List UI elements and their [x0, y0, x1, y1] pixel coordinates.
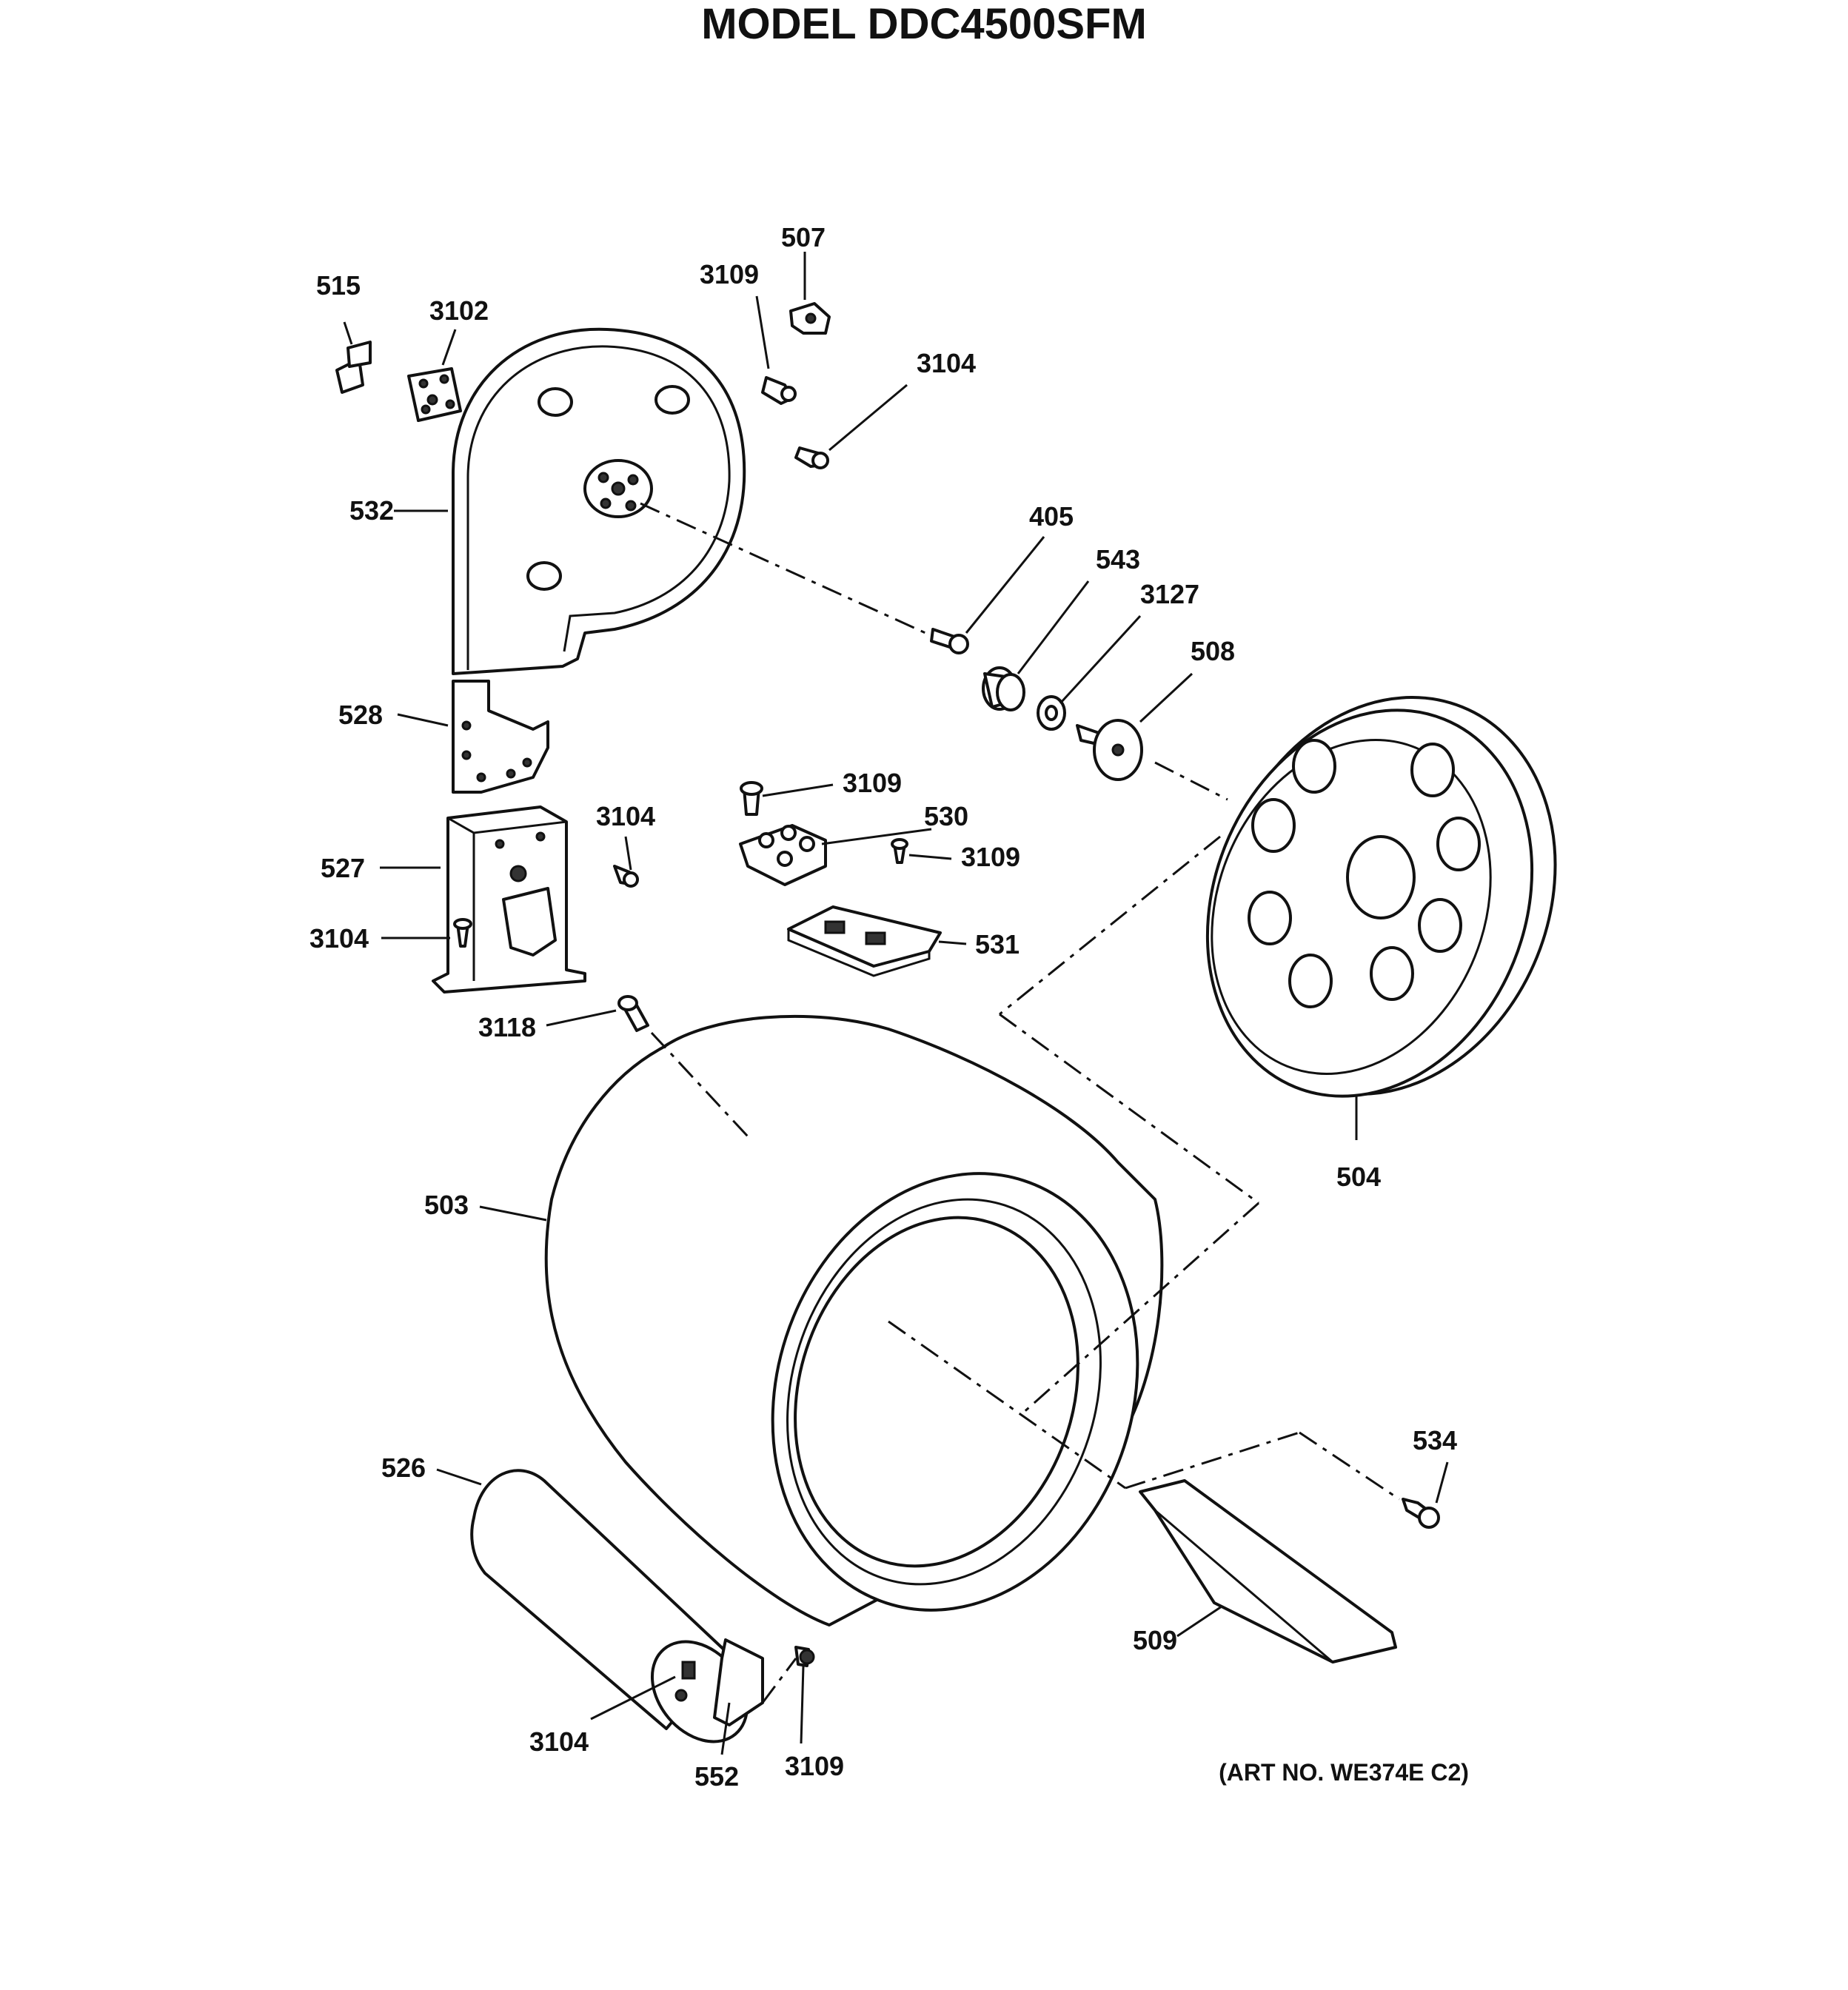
label-526: 526 [381, 1453, 426, 1483]
label-3104-bottom: 3104 [529, 1726, 589, 1757]
label-3109-bottom: 3109 [785, 1751, 844, 1781]
washer-3127 [1037, 695, 1066, 731]
label-531: 531 [975, 929, 1020, 959]
screw-3118 [617, 995, 649, 1032]
part-504-drum-head [1205, 696, 1557, 1098]
label-532: 532 [349, 495, 394, 526]
part-labels: 515 3102 507 3109 3104 532 405 543 3127 … [309, 222, 1457, 1792]
art-number: (ART NO. WE374E C2) [1219, 1759, 1469, 1786]
label-552: 552 [694, 1761, 739, 1792]
part-526-motor [470, 1469, 764, 1743]
part-530-terminal-block [739, 824, 827, 886]
page-title: MODEL DDC4500SFM [701, 0, 1147, 48]
label-504: 504 [1336, 1162, 1381, 1192]
part-3102-plate [407, 367, 462, 422]
part-503-drum [544, 1014, 1164, 1626]
label-507: 507 [781, 222, 826, 252]
label-3109-531: 3109 [961, 842, 1020, 872]
label-3104-top: 3104 [917, 348, 976, 378]
part-528-bracket [452, 680, 549, 794]
label-3109-top: 3109 [700, 259, 759, 289]
label-3109-mid: 3109 [843, 768, 902, 798]
part-507-clip [789, 302, 831, 335]
screw-534 [1402, 1498, 1440, 1529]
label-503: 503 [424, 1190, 469, 1220]
part-532-rear-bulkhead [452, 327, 746, 675]
screw-3109-531 [891, 838, 908, 864]
screw-3104-527 [613, 865, 639, 888]
part-531-bracket [787, 905, 942, 977]
label-509: 509 [1133, 1625, 1177, 1655]
shaft-508 [1076, 719, 1143, 781]
part-515-bracket [335, 341, 372, 394]
label-3127: 3127 [1140, 579, 1199, 609]
label-528: 528 [338, 700, 383, 730]
label-530: 530 [924, 801, 968, 831]
alignment-lines [640, 502, 1400, 1703]
label-405: 405 [1029, 501, 1074, 532]
label-534: 534 [1413, 1425, 1457, 1455]
label-3104-left: 3104 [309, 923, 369, 954]
screw-3104-top [794, 446, 829, 469]
screw-3109-top [761, 376, 797, 405]
screw-3109-bottom [794, 1646, 815, 1667]
bearing-543 [982, 666, 1025, 711]
screw-3109-mid [740, 781, 763, 816]
label-3102: 3102 [429, 295, 489, 326]
leader-lines [343, 252, 1449, 1755]
screw-3104-left [453, 918, 472, 948]
bolt-405 [930, 628, 969, 654]
label-527: 527 [321, 853, 365, 883]
label-515: 515 [316, 270, 361, 301]
label-508: 508 [1191, 636, 1235, 666]
label-3118: 3118 [478, 1012, 536, 1042]
part-509-baffle [1139, 1479, 1397, 1664]
label-3104-527: 3104 [596, 801, 655, 831]
label-543: 543 [1096, 544, 1140, 574]
part-527-motor-mount [432, 805, 586, 994]
